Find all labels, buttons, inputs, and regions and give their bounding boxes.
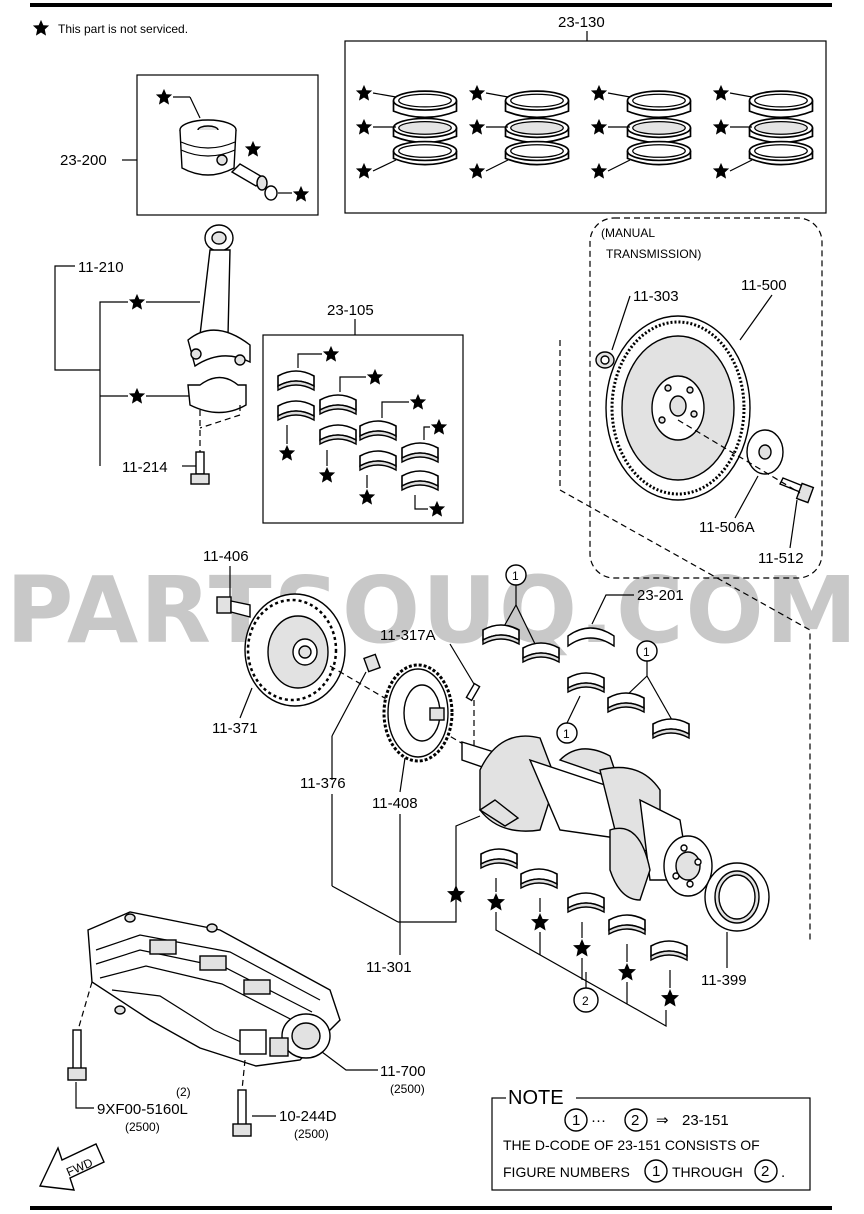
piston-rings-group: 23-130 [344,14,827,214]
bolt-b [237,1089,247,1127]
note-range-from: 1 [572,1112,580,1129]
label-bolt-a-qty: (2) [176,1085,191,1099]
label-piston: 23-200 [60,152,107,169]
rod-bolt [195,451,205,475]
thrust-washer [567,627,615,648]
crankshaft-group: 11-301 11-399 [331,735,770,989]
woodruff-key [465,682,481,702]
rod-bearings-group: 23-105 [262,302,464,524]
label-rings: 23-130 [558,14,605,31]
flywheel-group: (MANUAL TRANSMISSION) 11-303 11-500 11-5… [559,217,823,940]
note-title: NOTE [508,1087,564,1109]
label-pilot-bearing: 11-303 [633,288,679,305]
main-bearing-upper-group: 1 23-201 1 1 [482,564,690,744]
note-callout-1 [564,1108,588,1132]
pulley-bolt [216,596,232,614]
callout-1-text: 1 [643,645,650,659]
label-crankshaft: 11-301 [366,959,412,976]
note-box: NOTE 1 ··· 2 ⇒ 23-151 THE D-CODE OF 23-1… [491,1086,811,1191]
note-range-sep: ··· [591,1112,606,1129]
crank-pulley-group: 11-406 11-371 [203,548,471,749]
label-key: 11-317A [380,627,436,644]
note-range-to: 2 [631,1112,639,1129]
label-rear-seal: 11-399 [701,972,747,989]
callout-2-text: 2 [582,994,589,1008]
label-flywheel-plate: 11-506A [699,519,755,536]
snap-ring [264,185,278,201]
label-flywheel: 11-500 [741,277,787,294]
label-bolt-a-code: (2500) [125,1120,160,1134]
label-pulley-bolt: 11-406 [203,548,249,565]
note-range-from: 1 [652,1163,660,1180]
legend-text: This part is not serviced. [58,22,188,36]
label-manual-2: TRANSMISSION) [606,247,701,261]
bottom-border [30,1206,832,1210]
note-callout-2b [754,1159,778,1183]
label-conrod: 11-210 [78,259,124,276]
label-sprocket: 11-408 [372,795,418,812]
rod-cap [187,376,247,414]
label-oil-pump: 11-700 [380,1063,426,1080]
note-callout-1b [644,1159,668,1183]
label-rod-bolt: 11-214 [122,459,168,476]
label-rod-bearing: 23-105 [327,302,374,319]
bolt-a [72,1029,82,1071]
note-callout-2 [624,1108,648,1132]
note-line-3a: FIGURE NUMBERS [503,1164,630,1180]
watermark: PARTSOUQ.COM [6,557,859,664]
note-arrow-icon: ⇒ [656,1112,669,1129]
note-target: 23-151 [682,1112,729,1129]
main-bearing-lower-group: 2 [480,848,688,1028]
star-icon [32,19,50,36]
label-sprocket-bolt: 11-376 [300,775,346,792]
label-pulley: 11-371 [212,720,258,737]
callout-1-text: 1 [512,569,519,583]
callout-1-text: 1 [563,727,570,741]
fwd-arrow-icon: FWD [38,1143,105,1191]
label-bolt-b-code: (2500) [294,1127,329,1141]
piston-group: 23-200 [60,74,319,216]
sprocket-bolt [363,653,381,673]
connecting-rod-group: 11-210 11-214 [54,224,251,485]
label-oil-pump-qty: (2500) [390,1082,425,1096]
oil-pump-group: 11-700 (2500) (2) 9XF00-5160L (2500) 10-… [67,911,426,1141]
label-bolt-a: 9XF00-5160L [97,1101,188,1118]
note-range-to: 2 [761,1163,769,1180]
label-manual-1: (MANUAL [601,226,655,240]
note-line-2: THE D-CODE OF 23-151 CONSISTS OF [503,1137,760,1153]
label-thrust: 23-201 [637,587,684,604]
note-line-3b: THROUGH [672,1164,743,1180]
top-border [30,3,832,7]
note-line-3-end: . [781,1164,785,1181]
sprocket-group: 11-317A 11-376 11-408 [300,627,481,922]
label-flywheel-bolt: 11-512 [758,550,804,567]
label-bolt-b: 10-244D [279,1108,337,1125]
